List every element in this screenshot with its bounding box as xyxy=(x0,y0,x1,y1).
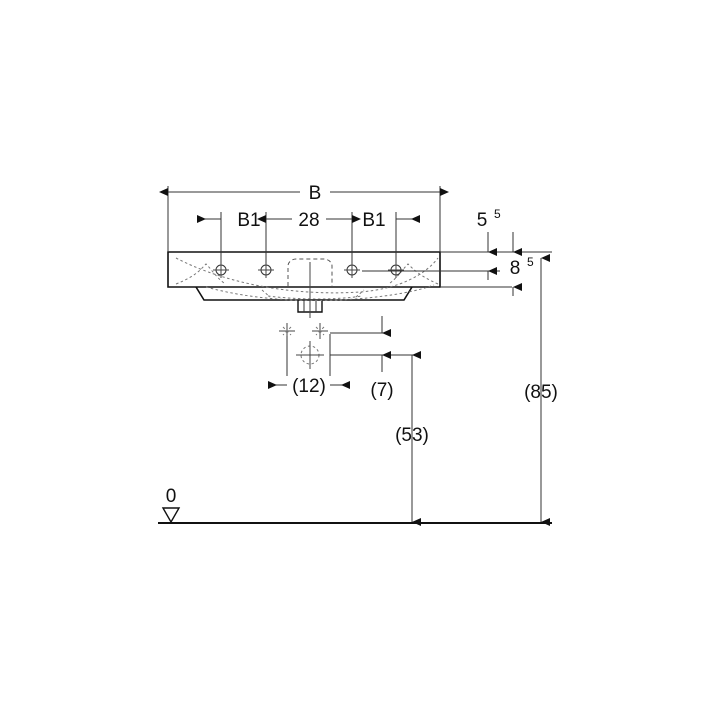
dimension-label-53: (53) xyxy=(395,425,429,446)
extension-lines-vertical xyxy=(167,186,441,264)
bracket-mounting-detail xyxy=(279,323,416,376)
basin-outline xyxy=(167,251,441,313)
tap-hole-1 xyxy=(213,262,229,278)
dimension-label-8-5: 8 xyxy=(510,258,521,279)
dimension-mount-height: (53) xyxy=(395,351,429,526)
dimension-label-B: B xyxy=(309,183,322,204)
bracket-mount-circle xyxy=(296,341,324,369)
dimension-bracket-offset: (7) xyxy=(370,316,394,401)
tap-hole-4 xyxy=(388,262,404,278)
dimension-rim-thickness: 5 5 xyxy=(477,207,501,280)
dimension-tap-spacing-row: B1 28 B1 xyxy=(197,210,420,231)
tap-hole-symbols xyxy=(213,262,404,278)
dimension-label-5-5-superscript: 5 xyxy=(494,207,501,221)
dimension-label-12: (12) xyxy=(292,376,326,397)
tap-hole-3 xyxy=(344,262,360,278)
basin-bowl-hidden-contour xyxy=(175,257,439,318)
tap-hole-2 xyxy=(258,262,274,278)
datum-triangle-marker xyxy=(161,507,181,524)
dimension-label-B1-right: B1 xyxy=(362,210,385,231)
dimension-label-5-5: 5 xyxy=(477,210,488,231)
dimension-bracket-width: (12) xyxy=(268,376,350,397)
bracket-crosshair-right xyxy=(312,323,328,339)
dimension-basin-depth: 8 5 xyxy=(510,232,534,296)
dimension-label-28: 28 xyxy=(298,210,319,231)
datum-label-zero: 0 xyxy=(166,486,177,507)
floor-datum-line: 0 xyxy=(158,486,552,524)
dimension-label-B1-left: B1 xyxy=(237,210,260,231)
dimension-overall-width: B xyxy=(159,183,449,204)
dimension-label-8-5-superscript: 5 xyxy=(527,255,534,269)
dimension-label-7: (7) xyxy=(370,380,393,401)
dimension-label-85: (85) xyxy=(524,382,558,403)
dimension-total-height: (85) xyxy=(524,254,558,526)
